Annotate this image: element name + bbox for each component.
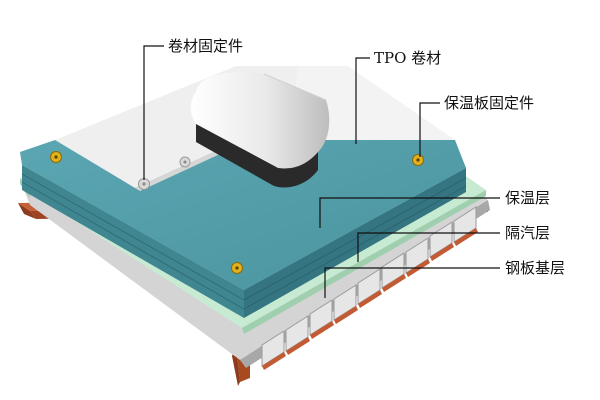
fastener-icons xyxy=(50,151,424,274)
leader-insulation-fastener xyxy=(419,102,440,157)
label-tpo-membrane: TPO 卷材 xyxy=(374,49,442,67)
label-insulation-layer: 保温层 xyxy=(505,189,551,207)
label-steel-deck: 钢板基层 xyxy=(505,259,566,277)
leader-lines xyxy=(143,45,500,298)
leader-tpo-membrane xyxy=(355,57,370,144)
steel-deck-rust-strip xyxy=(262,228,478,370)
label-membrane-fastener: 卷材固定件 xyxy=(168,37,244,55)
membrane-fastener-icon xyxy=(138,156,191,190)
label-vapor-barrier: 隔汽层 xyxy=(505,224,551,242)
leader-steel-deck xyxy=(324,267,500,298)
leader-insulation-layer xyxy=(319,197,500,228)
leader-membrane-fastener xyxy=(143,45,164,180)
insulation-fastener-icon xyxy=(50,151,424,274)
leader-vapor-barrier xyxy=(357,232,500,262)
label-insulation-fastener: 保温板固定件 xyxy=(444,94,535,112)
tpo-membrane-roll xyxy=(190,72,330,188)
